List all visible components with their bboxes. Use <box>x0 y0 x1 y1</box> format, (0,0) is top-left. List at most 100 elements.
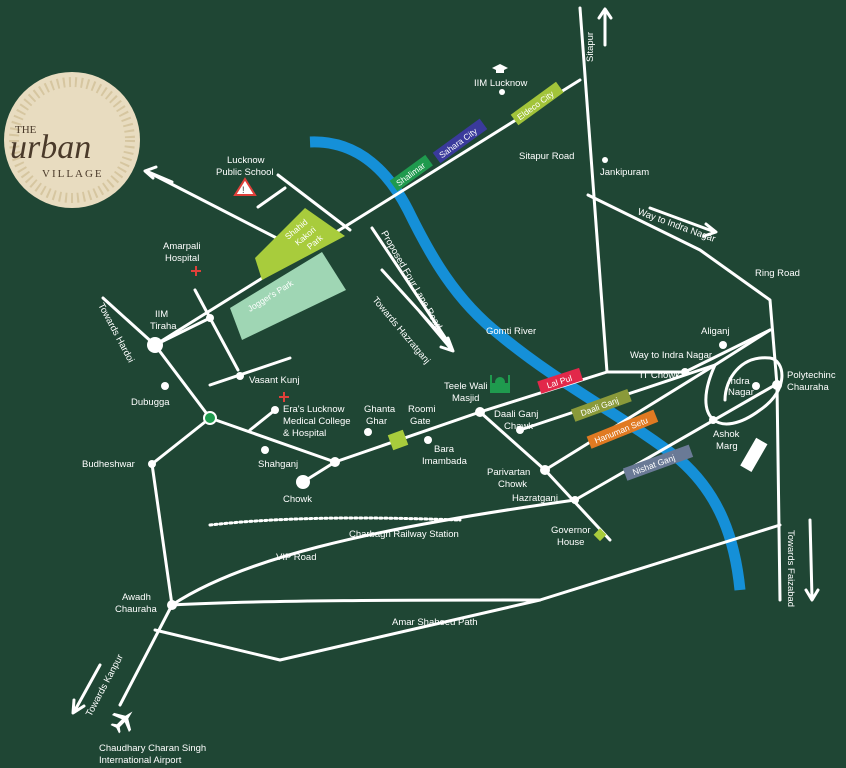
gomti-river <box>309 136 746 591</box>
road-hazratganj-east <box>573 383 777 502</box>
logo-the: THE <box>15 124 37 136</box>
node-bara-imambada <box>424 436 432 444</box>
label-aliganj: Aliganj <box>701 326 730 337</box>
label-hazratganj: Hazratganj <box>512 493 558 504</box>
arrow-kanpur <box>71 663 102 715</box>
road-parivartan-east <box>543 363 717 472</box>
arrow-indra-nagar <box>648 206 718 238</box>
label-amar-shaheed: Amar Shaheed Path <box>392 617 478 628</box>
label-way-indra-nagar-mid: Way to Indra Nagar <box>630 350 712 361</box>
label-vasant-kunj: Vasant Kunj <box>249 375 300 386</box>
label-governor-2: House <box>557 537 584 548</box>
label-lucknow-public-school-2: Public School <box>216 167 274 178</box>
road-awadh-south <box>118 603 174 707</box>
node-hazratganj <box>571 496 579 504</box>
road-sitapur-vertical <box>578 6 609 374</box>
node-aliganj <box>719 341 727 349</box>
road-main-diagonal <box>153 78 582 347</box>
mosque-icon <box>490 375 510 393</box>
logo-village: VILLAGE <box>42 168 104 180</box>
red-cross-icon <box>191 266 201 276</box>
label-teele-1: Teele Wali <box>444 381 487 392</box>
label-parivartan-1: Parivartan <box>487 467 530 478</box>
label-indra-1: Indra <box>728 376 750 387</box>
node-daali-chawk <box>516 426 524 434</box>
label-polytechnic-1: Polytechinc <box>787 370 836 381</box>
node-budheshwar <box>148 460 156 468</box>
location-nodes <box>147 89 782 610</box>
node-indra-nagar <box>752 382 760 390</box>
label-bara-1: Bara <box>434 444 455 455</box>
label-amarpali-2: Hospital <box>165 253 199 264</box>
road-vip <box>170 498 577 607</box>
label-sitapur-road: Sitapur Road <box>519 151 574 162</box>
arrow-sitapur <box>597 7 613 47</box>
label-gomti-river: Gomti River <box>486 326 536 337</box>
road-towards-nw <box>146 170 302 252</box>
red-cross-icon <box>279 392 289 402</box>
label-ghanta-2: Ghar <box>366 416 387 427</box>
label-vip-road: VIP Road <box>276 552 317 563</box>
node-it-chowk <box>681 368 689 376</box>
direction-arrows <box>71 7 820 715</box>
arrow-hazratganj <box>418 310 455 353</box>
label-parivartan-2: Chowk <box>498 479 527 490</box>
label-eras-1: Era's Lucknow <box>283 404 345 415</box>
logo-sunburst <box>4 72 140 208</box>
label-ashok-1: Ashok <box>713 429 740 440</box>
label-awadh-2: Chauraha <box>115 604 157 615</box>
logo-rays <box>9 77 135 203</box>
node-shahganj <box>261 446 269 454</box>
joggers-park <box>230 252 346 340</box>
svg-text:!: ! <box>242 185 245 195</box>
node-iim-tiraha <box>147 337 163 353</box>
label-awadh-1: Awadh <box>122 592 151 603</box>
road-amarpali <box>193 288 212 320</box>
label-jankipuram: Jankipuram <box>600 167 649 178</box>
label-charbagh: Charbagh Railway Station <box>349 529 459 540</box>
node-chowk-junction <box>330 457 340 467</box>
road-charbagh-rail <box>208 516 462 527</box>
label-budheshwar: Budheshwar <box>82 459 135 470</box>
label-roomi-2: Gate <box>410 416 431 427</box>
label-governor-1: Governor <box>551 525 591 536</box>
road-indra-loop <box>704 356 784 426</box>
label-sitapur: Sitapur <box>585 32 596 62</box>
label-it-chowk: IT Chowk <box>640 370 680 381</box>
node-roomi-gate <box>387 429 409 451</box>
label-eras-2: Medical College <box>283 416 351 427</box>
road-ring-road <box>586 193 782 602</box>
node-polytechnic <box>772 380 782 390</box>
label-polytechnic-2: Chauraha <box>787 382 829 393</box>
node-dubugga <box>161 382 169 390</box>
urban-village-logo: THE urban VILLAGE <box>4 72 140 208</box>
arrow-nw <box>143 165 174 184</box>
node-iim-lucknow <box>499 89 505 95</box>
road-iimtiraha-south <box>153 343 212 420</box>
label-ashok-2: Marg <box>716 441 738 452</box>
label-amarpali-1: Amarpali <box>163 241 201 252</box>
node-eras <box>271 406 279 414</box>
shahid-kakori-park <box>255 208 345 280</box>
label-bara-2: Imambada <box>422 456 468 467</box>
arrow-faizabad <box>804 518 820 602</box>
road-budheshwar-south <box>150 462 174 607</box>
label-shahganj: Shahganj <box>258 459 298 470</box>
road-vasant-kunj <box>208 356 292 387</box>
graduation-cap-icon <box>492 64 508 73</box>
label-towards-faizabad: Towards Faizabad <box>785 530 796 607</box>
node-green <box>203 411 217 425</box>
label-ghanta-1: Ghanta <box>364 404 396 415</box>
label-iim-tiraha-1: IIM <box>155 309 168 320</box>
label-daali-chawk-1: Daali Ganj <box>494 409 538 420</box>
warning-triangle-icon: ! <box>233 177 257 196</box>
road-budheshwar <box>150 416 212 466</box>
node-chowk <box>296 475 310 489</box>
label-airport-1: Chaudhary Charan Singh <box>99 743 206 754</box>
label-eras-3: & Hospital <box>283 428 326 439</box>
node-iimtiraha-junction <box>206 314 214 322</box>
label-iim-lucknow: IIM Lucknow <box>474 78 527 89</box>
node-ashok-marg <box>709 416 717 424</box>
